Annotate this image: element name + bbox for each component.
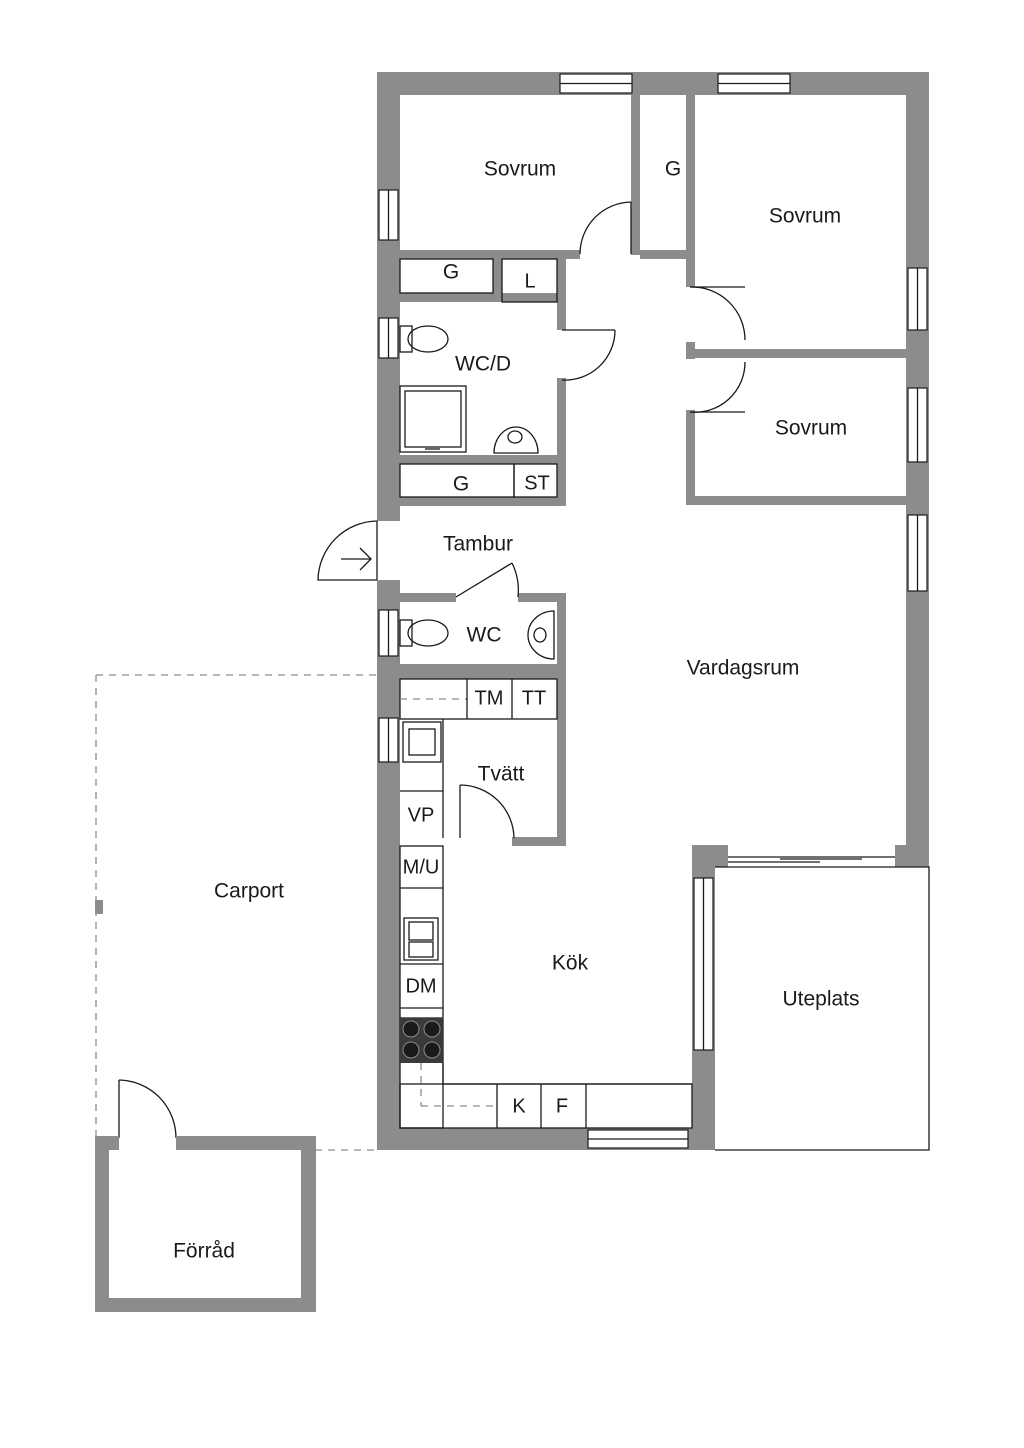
windows (378, 73, 928, 1149)
label-carport: Carport (214, 880, 284, 903)
label-wc-dusch: WC/D (455, 353, 511, 376)
label-torktumlare: TT (522, 687, 546, 709)
label-tvattmaskin: TM (475, 687, 504, 709)
label-garderob-1: G (665, 158, 681, 181)
patio (715, 866, 930, 1151)
label-diskmaskin: DM (405, 975, 436, 997)
label-garderob-3: G (453, 473, 469, 496)
label-forrad: Förråd (173, 1240, 235, 1263)
label-kok: Kök (552, 952, 589, 975)
label-uteplats: Uteplats (782, 988, 859, 1011)
label-stad: ST (524, 472, 550, 494)
label-frys: F (556, 1095, 568, 1117)
label-wc: WC (467, 624, 502, 647)
forrad-walls (95, 1136, 316, 1312)
label-mikro-ugn: M/U (403, 856, 440, 878)
label-linnen: L (524, 270, 535, 292)
label-sovrum-2: Sovrum (769, 205, 841, 228)
label-kyl: K (512, 1095, 526, 1117)
label-tvatt: Tvätt (478, 763, 525, 786)
doors (118, 201, 746, 1139)
fixtures (399, 258, 693, 1129)
label-sovrum-3: Sovrum (775, 417, 847, 440)
label-vardagsrum: Vardagsrum (687, 657, 800, 680)
carport-outline (95, 674, 377, 1151)
interior-walls (400, 95, 907, 846)
label-tambur: Tambur (443, 533, 513, 556)
room-labels: Sovrum Sovrum Sovrum G G L WC/D G ST Tam… (173, 158, 859, 1263)
entrance-arrow-icon (341, 547, 372, 571)
label-varmepump: VP (408, 804, 435, 826)
label-garderob-2: G (443, 261, 459, 284)
label-sovrum-1: Sovrum (484, 158, 556, 181)
